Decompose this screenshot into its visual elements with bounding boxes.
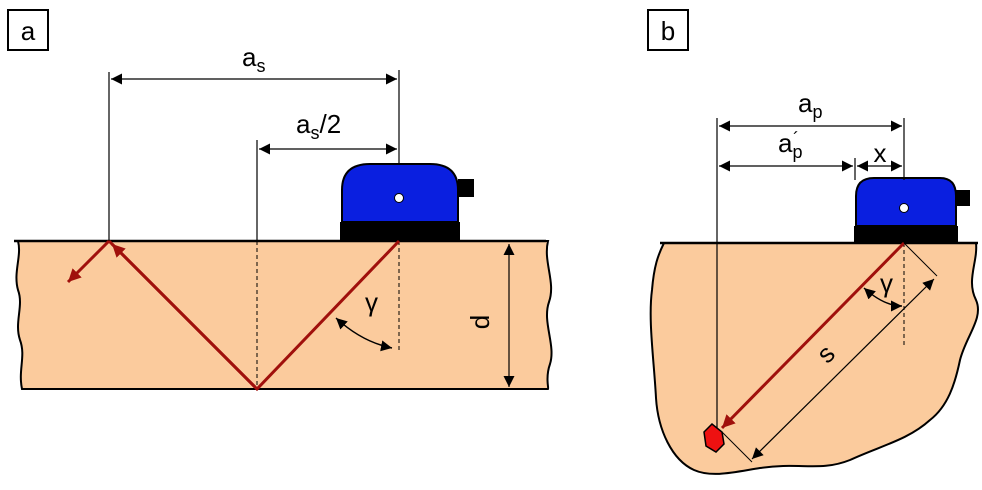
panel-a-label-as: as [242, 42, 265, 76]
panel-b-probe [854, 177, 970, 242]
panel-a-label-d: d [465, 315, 495, 329]
panel-b-label-ap-prime: ap [778, 128, 802, 162]
panel-a-material [15, 240, 553, 390]
panel-a-probe-index [394, 193, 404, 203]
panel-a-angle-arc [335, 317, 393, 352]
panel-b-label-ap: ap [798, 88, 822, 122]
panel-b-gamma: γ [880, 268, 893, 298]
panel-b-label: b [661, 16, 675, 46]
panel-b: b ap ap ´ x s [647, 9, 979, 475]
panel-b-s-ext-bottom [721, 431, 753, 463]
panel-a-label-box [7, 9, 49, 51]
panel-b-dim-s [751, 278, 935, 460]
panel-b-s-ext-top [903, 242, 938, 277]
panel-b-angle-arc [863, 287, 903, 312]
panel-b-label-x: x [874, 138, 887, 168]
panel-b-label-box [647, 9, 689, 51]
panel-a-label: a [21, 16, 36, 46]
panel-b-defect [703, 422, 725, 453]
panel-a-beam-arrow-up [110, 242, 257, 389]
panel-a: a as as/2 d γ [7, 9, 553, 392]
panel-b-probe-index [899, 203, 909, 213]
panel-b-prime-mark: ´ [793, 129, 799, 149]
panel-a-gamma: γ [365, 287, 378, 317]
panel-b-material [649, 242, 979, 475]
panel-a-label-half: as/2 [296, 109, 341, 143]
panel-a-probe [340, 163, 474, 240]
panel-a-beam-reflect [66, 239, 111, 284]
